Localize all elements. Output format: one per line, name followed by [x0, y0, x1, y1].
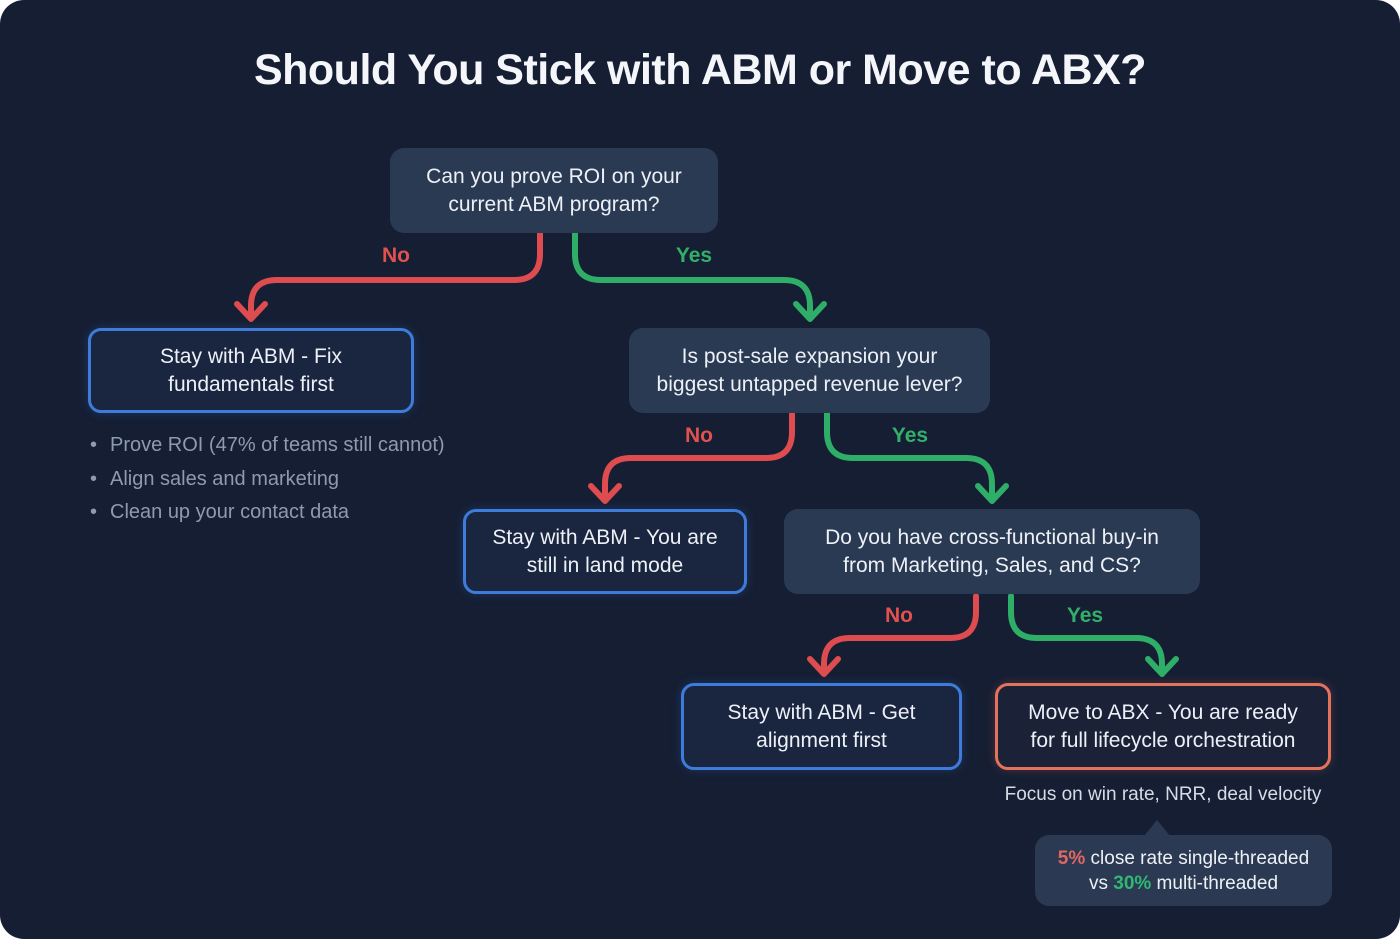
edge-label-yes-1: Yes — [675, 244, 713, 267]
node-question-roi: Can you prove ROI on your current ABM pr… — [390, 148, 718, 233]
node-question-buyin: Do you have cross-functional buy-in from… — [784, 509, 1200, 594]
arrowhead-no-1 — [234, 301, 268, 322]
node-stay-fix-fundamentals: Stay with ABM - Fix fundamentals first — [88, 328, 414, 413]
arrowhead-yes-1 — [793, 301, 827, 322]
node-move-abx: Move to ABX - You are ready for full lif… — [995, 683, 1331, 770]
stat-low-value: 5% — [1057, 847, 1086, 869]
checklist-item: Clean up your contact data — [88, 496, 468, 530]
stat-tooltip: 5% close rate single-threaded vs 30% mul… — [1035, 820, 1332, 906]
checklist-item: Align sales and marketing — [88, 463, 468, 497]
edge-label-no-1: No — [382, 244, 410, 267]
tooltip-text-3: multi-threaded — [1151, 872, 1279, 894]
node-stay-alignment: Stay with ABM - Get alignment first — [681, 683, 962, 770]
arrowhead-yes-3 — [1145, 656, 1179, 677]
tooltip-line-1: 5% close rate single-threaded — [1058, 846, 1309, 871]
page-title: Should You Stick with ABM or Move to ABX… — [253, 46, 1147, 94]
edge-label-no-2: No — [685, 424, 713, 447]
edge-label-yes-2: Yes — [891, 424, 929, 447]
tooltip-text-2: vs — [1088, 872, 1114, 894]
abm-fix-checklist: Prove ROI (47% of teams still cannot) Al… — [88, 429, 468, 530]
node-stay-land-mode: Stay with ABM - You are still in land mo… — [463, 509, 747, 594]
node-question-expansion: Is post-sale expansion your biggest unta… — [629, 328, 990, 413]
edge-label-no-3: No — [885, 604, 913, 627]
tooltip-text-1: close rate single-threaded — [1085, 847, 1310, 869]
stat-high-value: 30% — [1113, 872, 1152, 894]
checklist-item: Prove ROI (47% of teams still cannot) — [88, 429, 468, 463]
edge-label-yes-3: Yes — [1066, 604, 1104, 627]
arrowhead-no-2 — [588, 483, 622, 504]
arrowhead-yes-2 — [975, 483, 1009, 504]
metrics-footnote: Focus on win rate, NRR, deal velocity — [1004, 784, 1322, 805]
arrowhead-no-3 — [807, 656, 841, 677]
tooltip-line-2: vs 30% multi-threaded — [1089, 871, 1278, 896]
